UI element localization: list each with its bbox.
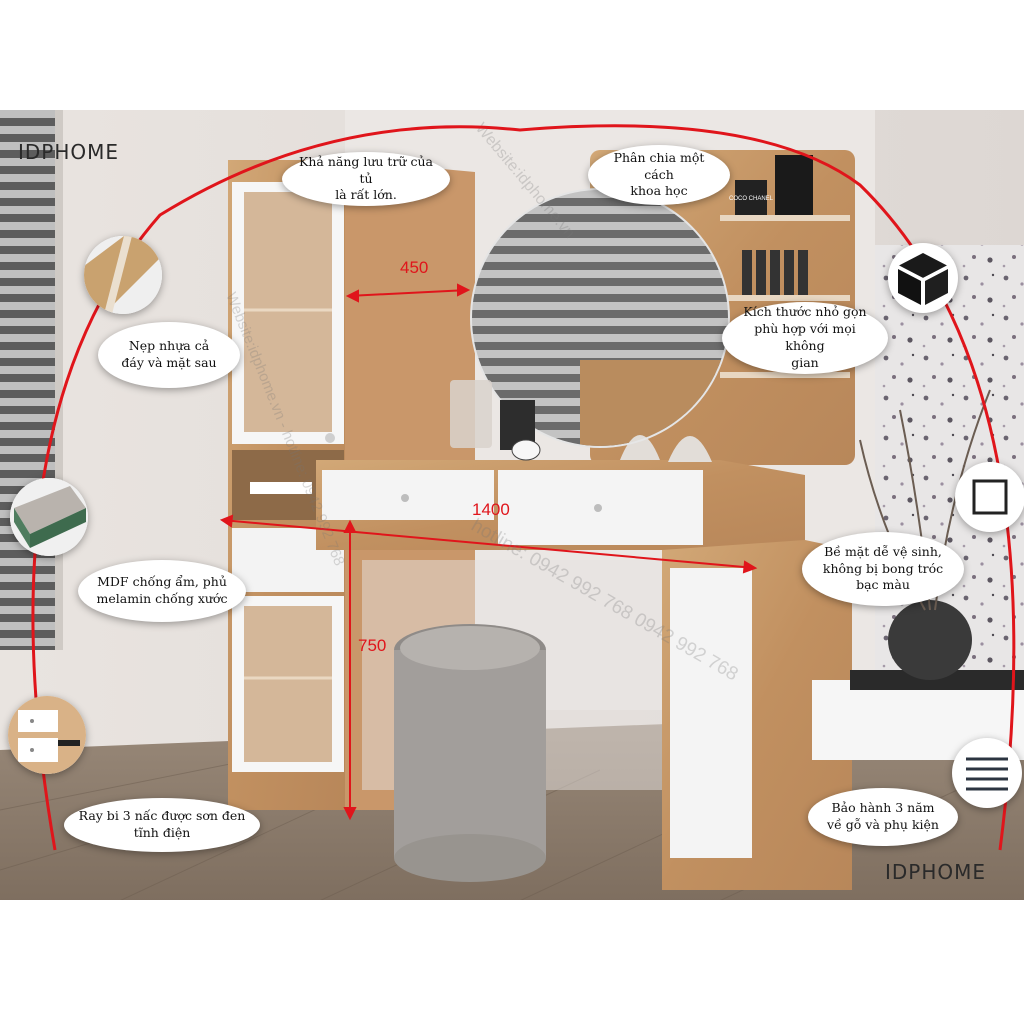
cube-icon (888, 243, 958, 313)
mdf-board-thumbnail (10, 478, 88, 556)
callout-division: Phân chia một cách khoa học (588, 145, 730, 205)
callout-warranty: Bảo hành 3 năm về gỗ và phụ kiện (808, 788, 958, 846)
edge-banding-thumbnail (84, 236, 162, 314)
vanity-illustration: COCO CHANEL (0, 110, 1024, 911)
callout-storage: Khả năng lưu trữ của tủ là rất lớn. (282, 152, 450, 206)
callout-rails: Ray bi 3 nấc được sơn đen tĩnh điện (64, 798, 260, 852)
depth-label: 450 (400, 258, 429, 277)
drawer-rail-thumbnail (8, 696, 86, 774)
width-label: 1400 (472, 500, 510, 519)
square-outline-icon (955, 462, 1024, 532)
height-label: 750 (358, 636, 387, 655)
callout-edge-banding: Nẹp nhựa cả đáy và mặt sau (98, 322, 240, 388)
callout-surface: Bề mặt dễ vệ sinh, không bị bong tróc bạ… (802, 532, 964, 606)
brand-logo-bottom: IDPHOME (885, 860, 987, 884)
perfume-label: COCO CHANEL (729, 196, 774, 202)
callout-compact: Kích thước nhỏ gọn phù hợp với mọi không… (722, 302, 888, 374)
brand-logo-top: IDPHOME (18, 140, 120, 164)
vanity-scene: COCO CHANEL (0, 110, 1024, 911)
menu-lines-icon (952, 738, 1022, 808)
callout-mdf: MDF chống ẩm, phủ melamin chống xước (78, 560, 246, 622)
